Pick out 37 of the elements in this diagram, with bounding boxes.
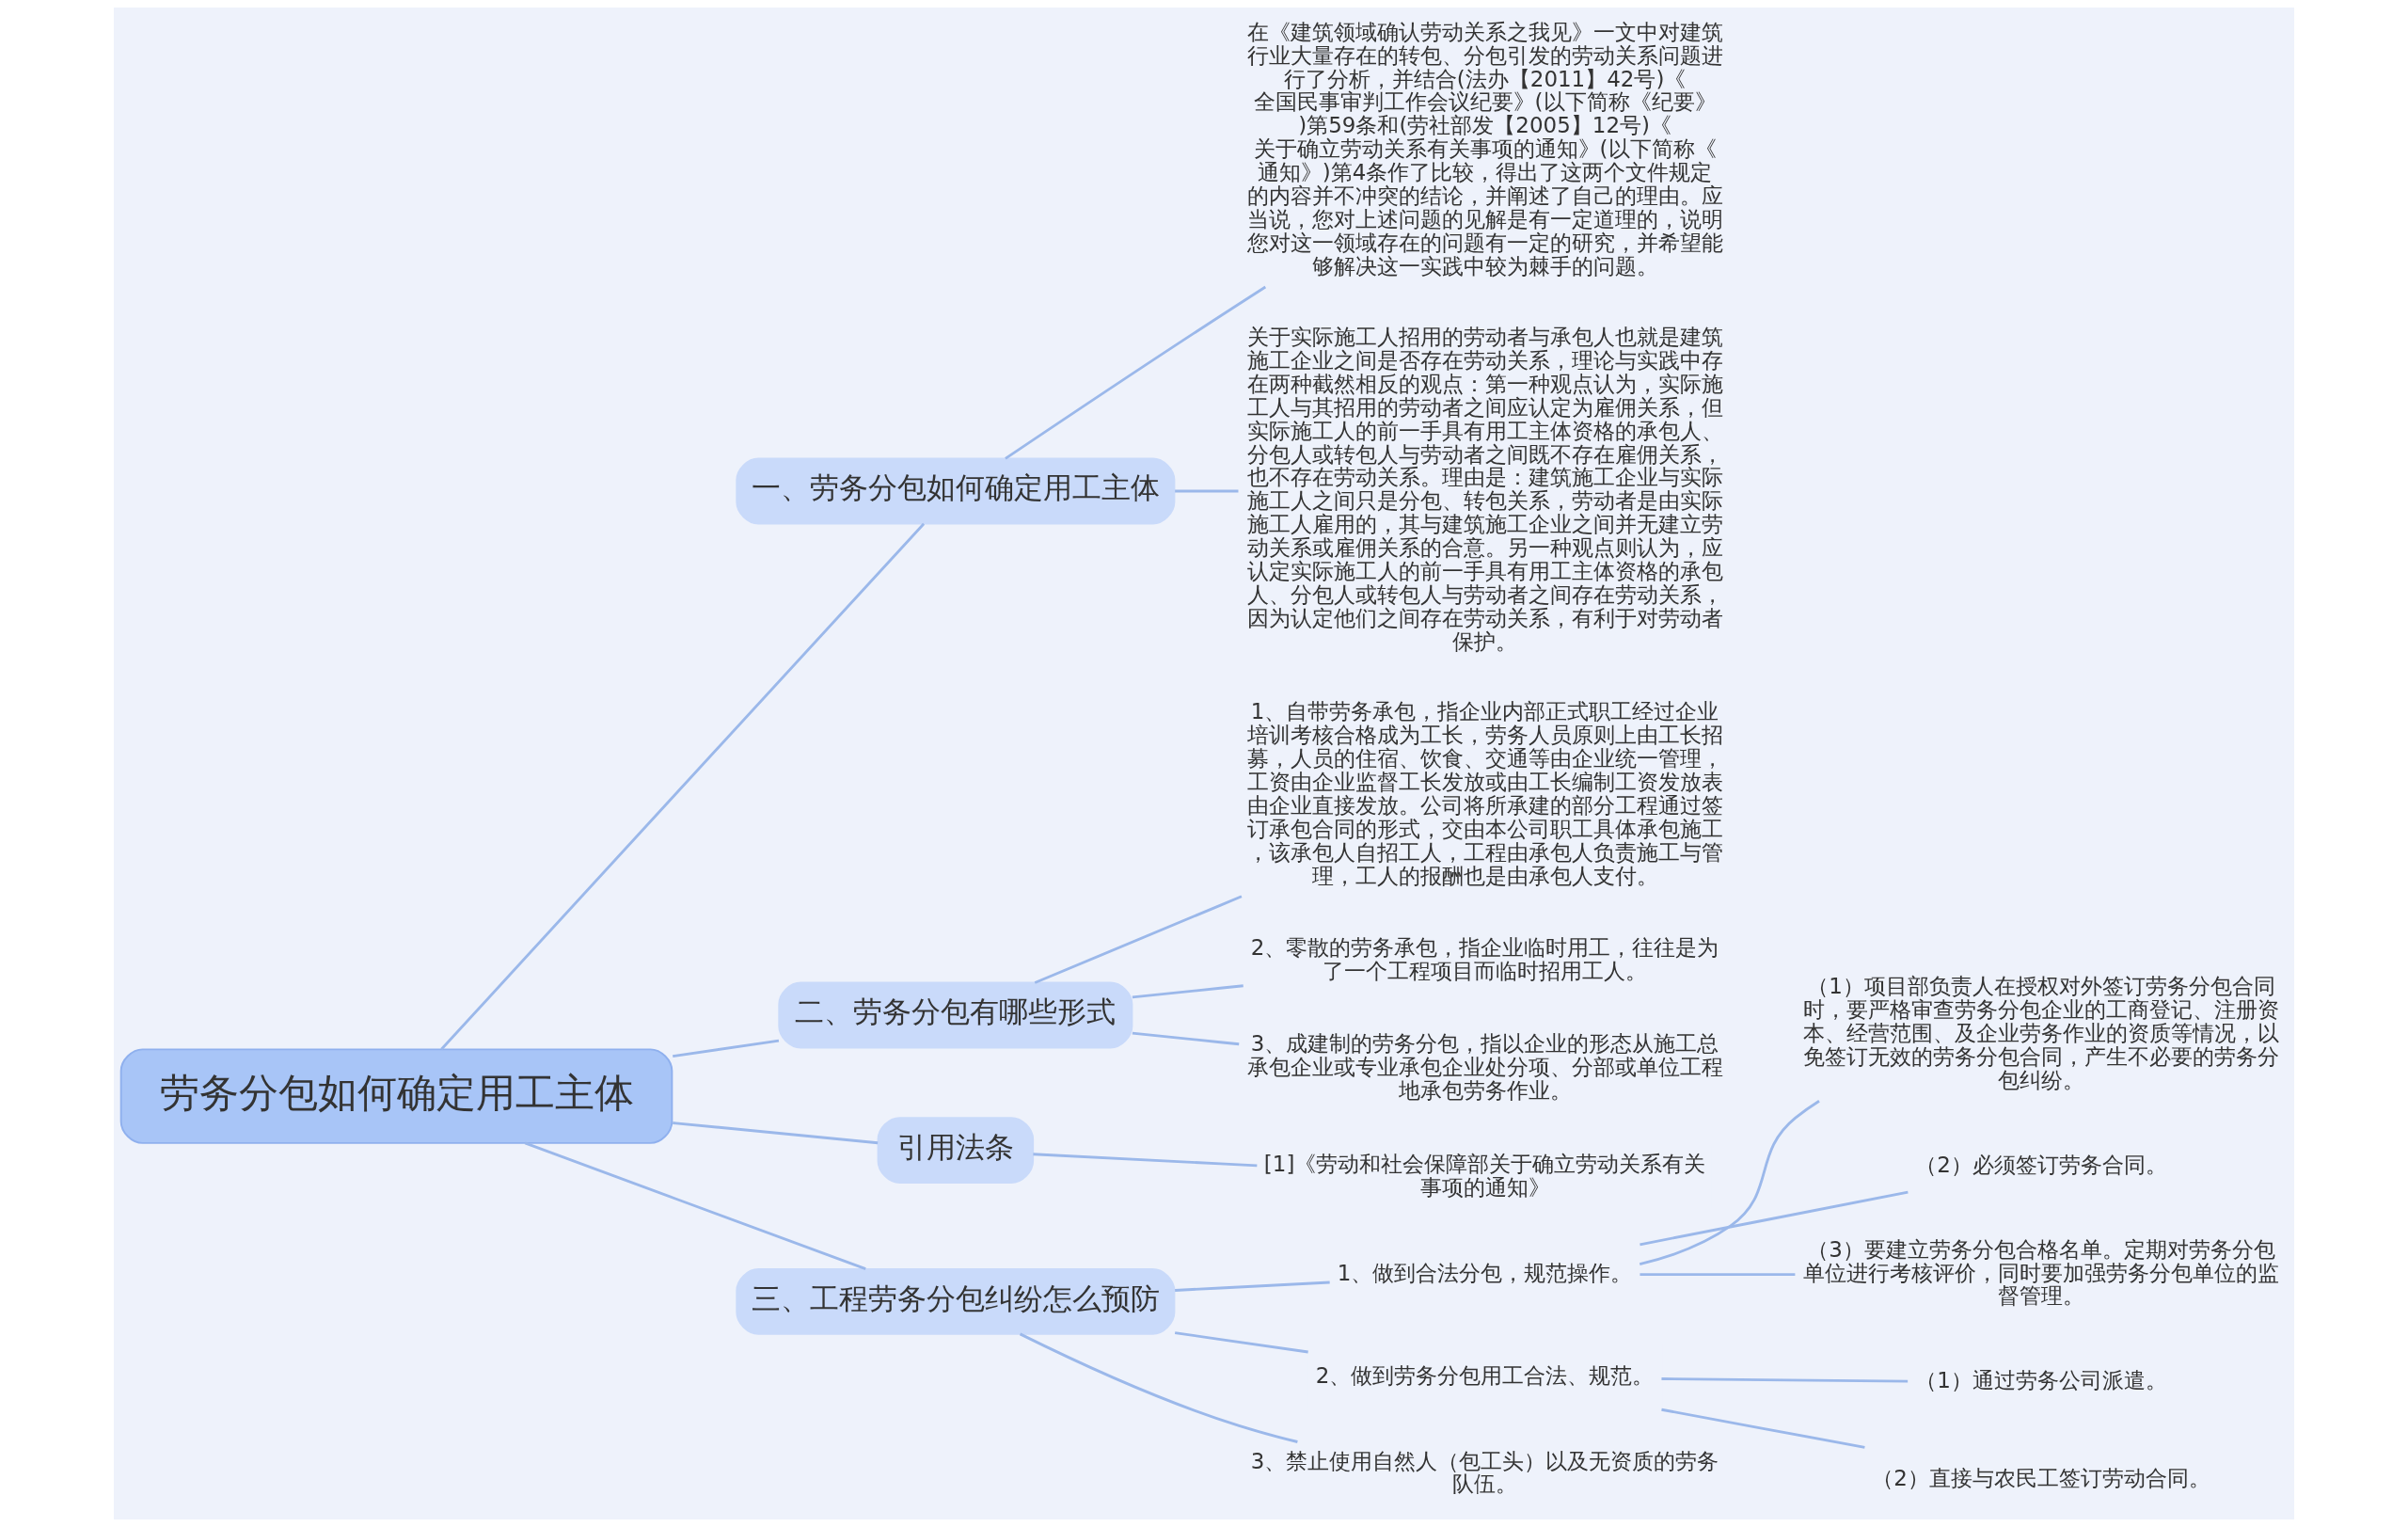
connector (673, 1039, 780, 1058)
node-box: 引用法条 (877, 1117, 1035, 1184)
connector (1640, 1273, 1796, 1277)
connector (1174, 1331, 1308, 1354)
node-text: 1、做到合法分包，规范操作。 (1337, 1260, 1633, 1285)
connector (1175, 489, 1239, 493)
node-text: （1）通过劳务公司派遣。 (1915, 1368, 2167, 1393)
node-text: （2）直接与农民工签订劳动合同。 (1872, 1465, 2210, 1490)
connector (1132, 1031, 1240, 1046)
node-text: 在《建筑领域确认劳动关系之我见》一文中对建筑行业大量存在的转包、分包引发的劳动关系问题进行了分析，并结合(法办【2011】42号)《全国民事审判工作会议纪要》(以下简称《纪要》)第59条和(劳社部发【2005】12号)《关于确立劳动关系有关事项的通知》(以下简称《通知》)第4条作了比较，得出了这两个文件规定的内容并不冲突的结论，并阐述了自己的理由。应当说，您对上述问题的见解是有一定道理的，说明您对这一领域存在的问题有一定的研究，并希望能够解决这一实践中较为棘手的问题。 (1246, 19, 1723, 278)
node-box: 三、工程劳务分包纠纷怎么预防 (736, 1267, 1176, 1335)
node-text: 2、做到劳务分包用工合法、规范。 (1315, 1362, 1655, 1388)
node-text: [1]《劳动和社会保障部关于确立劳动关系有关事项的通知》 (1263, 1151, 1706, 1200)
node-box: 二、劳务分包有哪些形式 (778, 981, 1133, 1049)
node-text: 1、自带劳务承包，指企业内部正式职工经过企业培训考核合格成为工长，劳务人员原则上由工长招募，人员的住宿、饮食、交通等由企业统一管理，工资由企业监督工长发放或由工长编制工资发放表由企业直接发放。公司将所承建的部分工程通过签订承包合同的形式，交由本公司职工具体承包施工，该承包人自招工人，工程由承包人负责施工与管理，工人的报酬也是由承包人支付。 (1246, 699, 1723, 888)
node-text: （2）必须签订劳务合同。 (1915, 1152, 2167, 1177)
connector (440, 522, 926, 1051)
connector (524, 1141, 866, 1271)
connector (1034, 895, 1243, 984)
node-text: （1）项目部负责人在授权对外签订劳务分包合同时，要严格审查劳务分包企业的工商登记、注册资本、经营范围、及企业劳务作业的资质等情况，以免签订无效的劳务分包合同，产生不必要的劳务分包纠纷。 (1803, 974, 2280, 1092)
node-text: 关于实际施工人招用的劳动者与承包人也就是建筑施工企业之间是否存在劳动关系，理论与实践中存在两种截然相反的观点：第一种观点认为，实际施工人与其招用的劳动者之间应认定为雇佣关系，但实际施工人的前一手具有用工主体资格的承包人、分包人或转包人与劳动者之间既不存在雇佣关系，也不存在劳动关系。理由是：建筑施工企业与实际施工人之间只是分包、转包关系，劳动者是由实际施工人雇用的，其与建筑施工企业之间并无建立劳动关系或雇佣关系的合意。另一种观点则认为，应认定实际施工人的前一手具有用工主体资格的承包人、分包人或转包人与劳动者之间存在劳动关系，因为认定他们之间存在劳动关系，有利于对劳动者保护。 (1246, 325, 1723, 654)
node-box: 劳务分包如何确定用工主体 (119, 1048, 673, 1144)
node-text: 3、禁止使用自然人（包工头）以及无资质的劳务队伍。 (1250, 1448, 1719, 1497)
node-text: 2、零散的劳务承包，指企业临时用工，往往是为了一个工程项目而临时招用工人。 (1250, 935, 1719, 983)
connector (1661, 1408, 1865, 1449)
connector (1132, 984, 1244, 999)
connector (1640, 1190, 1909, 1247)
connector (1005, 285, 1267, 460)
connector (1019, 1332, 1298, 1443)
node-text: （3）要建立劳务分包合格名单。定期对劳务分包单位进行考核评价，同时要加强劳务分包单位的监督管理。 (1803, 1236, 2280, 1309)
connector (1661, 1377, 1909, 1383)
connector (1639, 1099, 1820, 1265)
connector (1033, 1153, 1258, 1168)
connector (673, 1121, 879, 1145)
node-box: 一、劳务分包如何确定用工主体 (736, 457, 1176, 525)
node-text: 3、成建制的劳务分包，指以企业的形态从施工总承包企业或专业承包企业处分项、分部或单位工程地承包劳务作业。 (1246, 1031, 1723, 1104)
connector (1175, 1280, 1330, 1292)
